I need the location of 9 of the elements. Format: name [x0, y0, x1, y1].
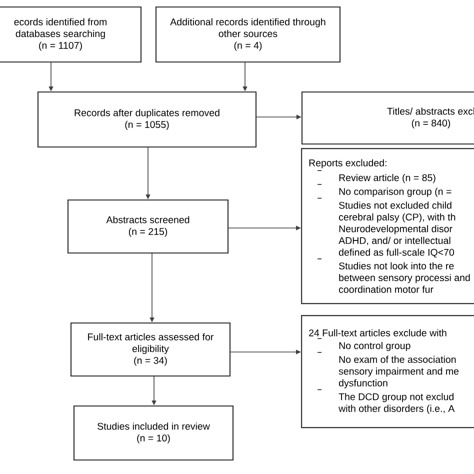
process-box: Full-text articles assessed for eligibility (n = 34): [70, 322, 231, 377]
process-box: Titles/ abstracts excl (n = 840): [301, 91, 474, 145]
exclusion-box: Reports excluded: Review article (n = 85) No comparison group (n = Studies not excluded child cerebral palsy (CP), with th Neurodevelopmental disor ADHD, and/ or intellectual defined as full-scale IQ<70 Studies not look into the re between sensory processi and coordination motor fur: [301, 148, 474, 304]
process-box: Records after duplicates removed (n = 1055): [37, 91, 257, 148]
exclusion-box: 24 Full-text articles exclude with No control group No exam of the association sensory impairment and me dysfunction The DCD group not exclud with other disorders (i.e., A: [301, 315, 474, 428]
process-box: Additional records identified through other sources (n = 4): [155, 6, 341, 63]
process-box: Abstracts screened (n = 215): [67, 199, 229, 254]
process-box: Studies included in review (n = 10): [73, 405, 234, 461]
process-box: ecords identified from databases searching (n = 1107): [0, 6, 142, 63]
